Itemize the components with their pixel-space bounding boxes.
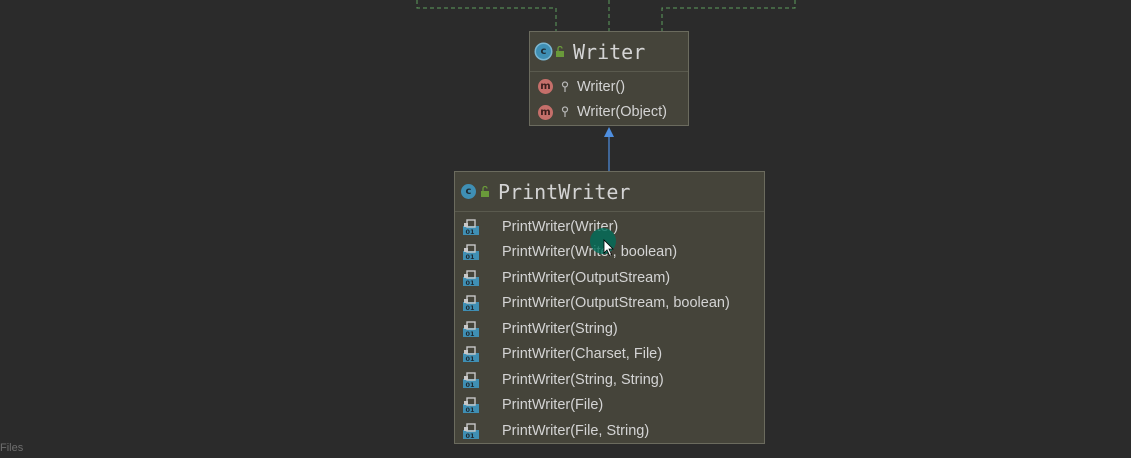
svg-text:01: 01 (466, 330, 476, 338)
member-row[interactable]: 01 PrintWriter(Writer) (455, 214, 764, 240)
constructor-icon: 01 (463, 219, 479, 236)
method-icon: m (538, 104, 553, 120)
class-icon: c (461, 184, 476, 199)
member-row[interactable]: 01 PrintWriter(String, String) (455, 367, 764, 393)
member-row[interactable]: 01 PrintWriter(Writer, boolean) (455, 240, 764, 266)
member-label: PrintWriter(String, String) (502, 371, 664, 388)
writer-class-node[interactable]: c Writer m Writer() m (529, 31, 689, 126)
svg-text:01: 01 (466, 381, 476, 389)
svg-text:01: 01 (466, 355, 476, 363)
constructor-icon: 01 (463, 270, 479, 287)
constructor-icon: 01 (463, 423, 479, 440)
cursor-highlight (590, 228, 616, 254)
svg-text:01: 01 (466, 432, 476, 440)
status-bar-text: Files (0, 442, 24, 454)
writer-class-header: c Writer (530, 32, 688, 72)
member-label: PrintWriter(OutputStream, boolean) (502, 295, 730, 312)
constructor-icon: 01 (463, 295, 479, 312)
class-icon: c (536, 44, 551, 59)
member-row[interactable]: m Writer() (530, 74, 688, 100)
unlocked-icon (556, 45, 564, 57)
member-label: PrintWriter(OutputStream) (502, 269, 671, 286)
class-title: PrintWriter (498, 179, 631, 204)
member-label: PrintWriter(Writer) (502, 218, 619, 235)
inheritance-arrowhead (604, 127, 614, 137)
key-icon (561, 106, 569, 118)
constructor-icon: 01 (463, 244, 479, 261)
svg-text:01: 01 (466, 279, 476, 287)
member-row[interactable]: 01 PrintWriter(String) (455, 316, 764, 342)
mouse-cursor-icon (603, 239, 614, 257)
svg-text:01: 01 (466, 304, 476, 312)
member-label: Writer(Object) (577, 104, 667, 121)
member-row[interactable]: 01 PrintWriter(File, String) (455, 418, 764, 444)
constructor-icon: 01 (463, 397, 479, 414)
constructor-icon: 01 (463, 321, 479, 338)
constructor-icon: 01 (463, 372, 479, 389)
member-row[interactable]: 01 PrintWriter(OutputStream, boolean) (455, 291, 764, 317)
constructor-icon: 01 (463, 346, 479, 363)
svg-text:01: 01 (466, 253, 476, 261)
member-row[interactable]: m Writer(Object) (530, 100, 688, 126)
member-label: PrintWriter(File) (502, 397, 604, 414)
member-label: PrintWriter(File, String) (502, 422, 650, 439)
unlocked-icon (481, 185, 489, 197)
member-row[interactable]: 01 PrintWriter(File) (455, 393, 764, 419)
class-title: Writer (573, 39, 646, 64)
member-label: PrintWriter(Charset, File) (502, 346, 663, 363)
printwriter-class-header: c PrintWriter (455, 172, 764, 212)
member-row[interactable]: 01 PrintWriter(Charset, File) (455, 342, 764, 368)
dashed-connector-right (661, 0, 796, 31)
member-label: PrintWriter(String) (502, 320, 618, 337)
svg-text:01: 01 (466, 228, 476, 236)
key-icon (561, 81, 569, 92)
member-label: Writer() (577, 78, 626, 95)
dashed-connector-left (416, 0, 557, 31)
svg-text:01: 01 (466, 406, 476, 414)
method-icon: m (538, 79, 553, 95)
member-row[interactable]: 01 PrintWriter(OutputStream) (455, 265, 764, 291)
member-label: PrintWriter(Writer, boolean) (502, 244, 678, 261)
writer-members: m Writer() m Writer(Object) (530, 72, 688, 125)
